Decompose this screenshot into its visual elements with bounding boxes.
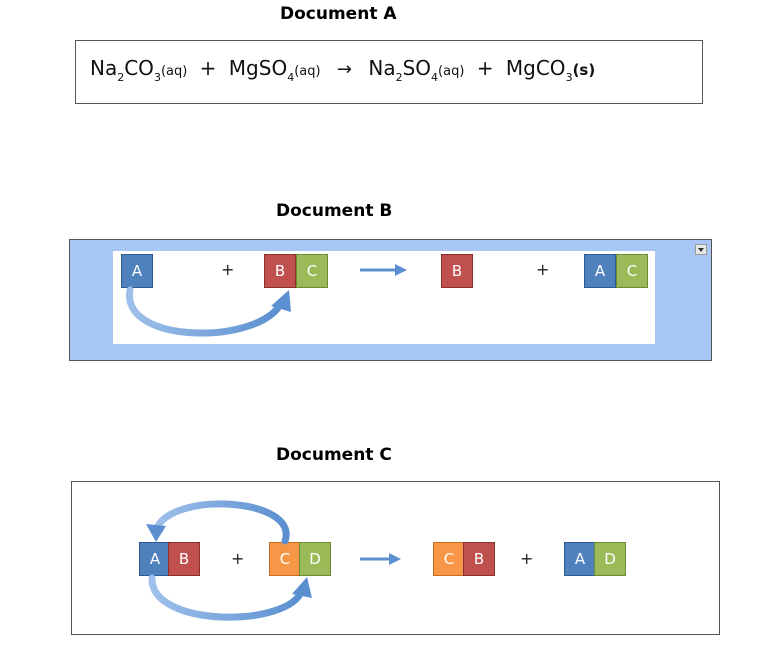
tile-c: C [433,542,465,576]
plus-sign: + [520,549,534,568]
tile-d: D [594,542,626,576]
tile-c: C [296,254,328,288]
document-b-title: Document B [276,201,393,221]
chemical-equation: Na2CO3(aq) + MgSO4(aq) → Na2SO4(aq) + Mg… [90,56,596,84]
tile-d: D [299,542,331,576]
diagram-canvas [113,251,655,344]
document-c-title: Document C [276,445,392,465]
tile-a: A [564,542,596,576]
plus-sign: + [199,56,217,80]
reaction-arrow: → [336,59,353,80]
tile-c: C [616,254,648,288]
document-a-title: Document A [280,4,397,24]
plus-sign: + [221,260,235,279]
plus-sign: + [476,56,494,80]
plus-sign: + [536,260,550,279]
tile-a: A [139,542,171,576]
tile-b: B [264,254,296,288]
tile-a: A [121,254,153,288]
tile-a: A [584,254,616,288]
tile-b: B [441,254,473,288]
reactant-sodium-carbonate: Na2CO3(aq) [90,56,188,84]
tile-c: C [269,542,301,576]
equation-box: Na2CO3(aq) + MgSO4(aq) → Na2SO4(aq) + Mg… [75,40,703,104]
product-sodium-sulfate: Na2SO4(aq) [368,56,465,84]
tile-b: B [463,542,495,576]
product-magnesium-carbonate: MgCO3(s) [505,56,596,84]
tile-b: B [168,542,200,576]
dropdown-button[interactable] [695,244,707,255]
plus-sign: + [231,549,245,568]
reactant-magnesium-sulfate: MgSO4(aq) [228,56,321,84]
